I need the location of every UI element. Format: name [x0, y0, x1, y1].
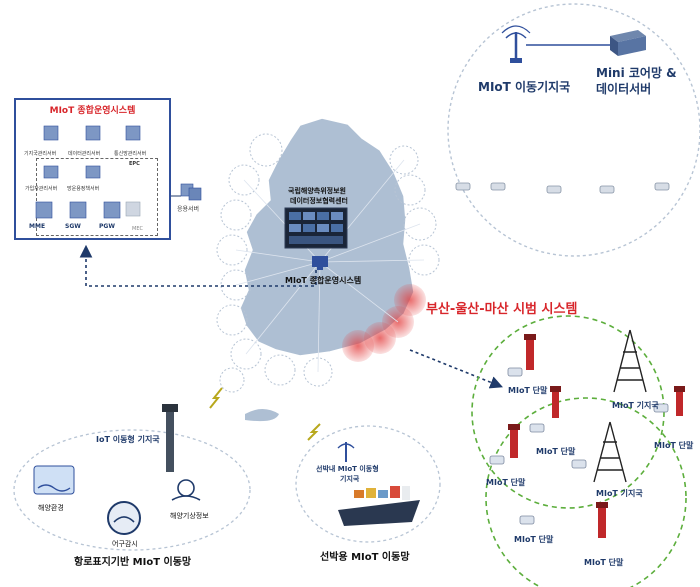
- terminal-label-4: MIoT 단말: [486, 478, 526, 487]
- terminal-label-6: MIoT 단말: [584, 558, 624, 567]
- fishing-watch-label: 어구감시: [112, 540, 138, 548]
- ship-signal-bolt-icon: [307, 423, 321, 441]
- beacon-tower-icon: [162, 404, 178, 472]
- mobile-bs-label: MIoT 이동기지국: [478, 80, 571, 94]
- lattice-tower-icon: [613, 329, 647, 393]
- mobile-base-station-coverage: [447, 3, 700, 257]
- fishing-watch-icon: [107, 501, 141, 535]
- ship-net-caption: 선박용 MIoT 이동망: [320, 552, 410, 563]
- server-label-data: 데이터관리서버: [68, 151, 101, 157]
- epc-label: EPC: [129, 161, 140, 167]
- pilot-coverage-south: [485, 397, 687, 587]
- map-ops-label: MIoT 종합운영시스템: [285, 276, 362, 285]
- data-center-screen: [284, 207, 348, 249]
- terminal-label-3: MIoT 단말: [654, 441, 694, 450]
- core-node-pgw: PGW: [99, 223, 115, 230]
- data-center-label-1: 국립해양측위정보원: [288, 187, 346, 195]
- ops-server-icons: [35, 125, 141, 219]
- terminal-label-5: MIoT 단말: [514, 535, 554, 544]
- lattice-tower-icon-2: [593, 421, 627, 483]
- ops-computer-icon: [312, 256, 328, 270]
- hub-link-lines: [235, 159, 425, 373]
- ship-antenna-icon: [337, 442, 355, 462]
- jeju-island: [245, 409, 279, 422]
- mobile-antenna-icon: [501, 25, 531, 63]
- data-center-label-2: 데이터정보협력센터: [290, 197, 348, 205]
- server-rack-icon: [610, 30, 646, 56]
- weather-icon: [171, 479, 201, 501]
- core-node-sgw: SGW: [65, 223, 81, 230]
- terminal-icons-row: [455, 182, 670, 194]
- terminal-label-1: MIoT 단말: [508, 386, 548, 395]
- pilot-area-circles: [342, 284, 426, 362]
- app-server-icon: [171, 183, 202, 201]
- server-label-bs: 기지국관리서버: [24, 151, 57, 157]
- ship-bs-label-1: 선박내 MIoT 이동형: [316, 465, 379, 473]
- signal-bolt-icon: [209, 387, 223, 409]
- core-label-line1: Mini 코어망 &: [596, 66, 677, 80]
- epc-group: EPC 가입자관리서버 망운용정책서버 MME SGW PGW: [25, 158, 158, 236]
- terminal-device-icons: [489, 367, 669, 525]
- ops-link-arrow: [79, 244, 317, 287]
- core-node-mme: MME: [29, 223, 46, 230]
- pilot-link-arrow: [409, 349, 503, 389]
- marine-env-icon: [33, 465, 75, 495]
- server-label-policy: 망운용정책서버: [67, 186, 100, 192]
- app-server-label: 응용서버: [177, 206, 200, 213]
- terminal-label-2: MIoT 단말: [536, 447, 576, 456]
- container-ship-icon: [338, 486, 420, 526]
- bs-label-1: MIoT 기지국: [612, 401, 659, 410]
- pilot-system-label: 부산-울산-마산 시범 시스템: [426, 302, 578, 317]
- iot-bs-label: IoT 이동형 기지국: [96, 435, 160, 444]
- ops-panel-title: MIoT 종합운영시스템: [49, 106, 136, 116]
- mec-label: MEC: [132, 226, 143, 232]
- server-label-network: 통신망관리서버: [114, 151, 147, 157]
- marine-env-label: 해양환경: [38, 504, 64, 512]
- ship-bs-label-2: 기지국: [340, 475, 360, 483]
- beacon-net-coverage: [13, 429, 251, 551]
- beacon-net-caption: 항로표지기반 MIoT 이동망: [74, 557, 192, 568]
- weather-label: 해양기상정보: [170, 512, 209, 520]
- ship-net-coverage: [295, 425, 441, 543]
- core-label-line2: 데이터서버: [596, 82, 652, 96]
- bs-label-2: MIoT 기지국: [596, 489, 643, 498]
- server-label-subscriber: 가입자관리서버: [25, 186, 58, 192]
- red-beacon-icons: [508, 334, 685, 538]
